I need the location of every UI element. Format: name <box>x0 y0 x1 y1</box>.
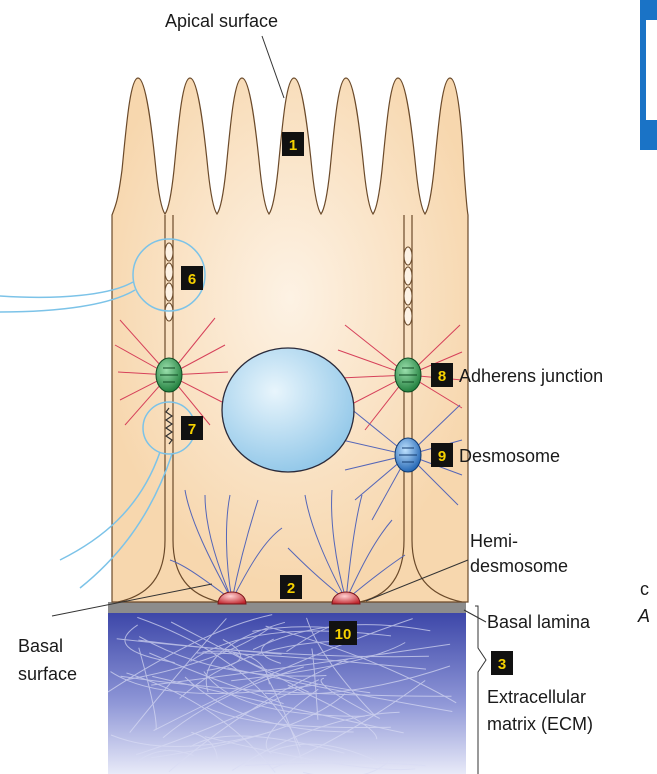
label-fragment-c: c <box>640 579 649 599</box>
svg-text:8: 8 <box>438 368 446 385</box>
svg-text:9: 9 <box>438 448 446 465</box>
marker-10: 10 <box>329 621 357 645</box>
label-fragment-a: A <box>637 606 650 626</box>
svg-text:10: 10 <box>335 626 352 643</box>
marker-1: 1 <box>282 132 304 156</box>
label-apical-surface: Apical surface <box>165 11 278 31</box>
svg-text:2: 2 <box>287 580 295 597</box>
marker-6: 6 <box>181 266 203 290</box>
svg-text:7: 7 <box>188 421 196 438</box>
label-adherens-junction: Adherens junction <box>459 366 603 386</box>
label-matrix-ecm: matrix (ECM) <box>487 714 593 734</box>
extracellular-matrix <box>108 612 466 774</box>
label-desmosome: Desmosome <box>459 446 560 466</box>
marker-3: 3 <box>491 651 513 675</box>
label-desmosome-2: desmosome <box>470 556 568 576</box>
label-hemi: Hemi- <box>470 531 518 551</box>
marker-7: 7 <box>181 416 203 440</box>
adherens-junction-left <box>156 358 182 392</box>
marker-8: 8 <box>431 363 453 387</box>
adjacent-panel-inner <box>646 20 657 120</box>
svg-text:1: 1 <box>289 137 297 154</box>
adherens-junction-right <box>395 358 421 392</box>
basal-lamina <box>108 602 466 613</box>
label-surface: surface <box>18 664 77 684</box>
svg-text:3: 3 <box>498 656 506 673</box>
label-basal-lamina: Basal lamina <box>487 612 591 632</box>
marker-9: 9 <box>431 443 453 467</box>
desmosome <box>395 438 421 472</box>
label-basal: Basal <box>18 636 63 656</box>
marker-2: 2 <box>280 575 302 599</box>
label-extracellular: Extracellular <box>487 687 586 707</box>
nucleus <box>222 348 354 472</box>
svg-text:6: 6 <box>188 271 196 288</box>
